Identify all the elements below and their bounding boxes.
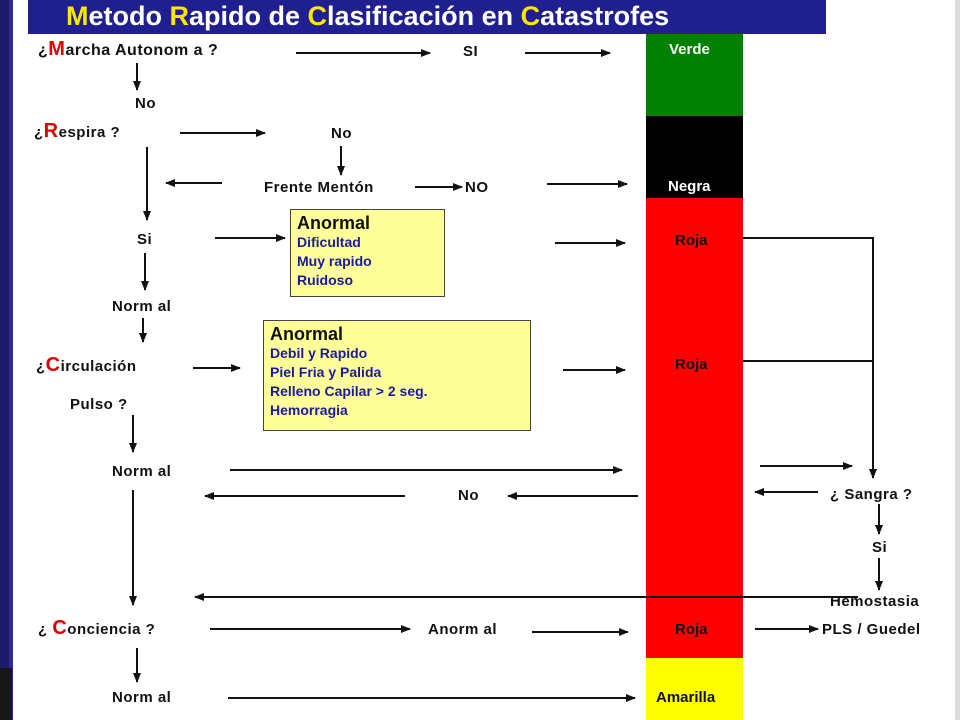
circulacion-anormal-item: Debil y Rapido	[270, 345, 368, 361]
respira-anormal-title: Anormal	[297, 213, 371, 233]
respira-cap: R	[43, 120, 59, 142]
marcha-cap: M	[48, 38, 66, 60]
title-cap-c2: C	[520, 1, 541, 31]
conciencia-cap: C	[52, 617, 68, 639]
right-border-strip	[955, 0, 960, 720]
category-roja-label-3: Roja	[675, 621, 708, 638]
title-rest-c1: lasificación en	[327, 1, 521, 31]
title-rest-c2: atastrofes	[540, 1, 670, 31]
conciencia-question: ¿ Conciencia ?	[38, 617, 155, 640]
title-rest-r: apido de	[189, 1, 308, 31]
conciencia-prefix: ¿	[38, 621, 48, 638]
respira-normal-label: Norm al	[112, 298, 172, 315]
title-cap-m: M	[66, 1, 89, 31]
circulacion-anormal-item: Relleno Capilar > 2 seg.	[270, 383, 428, 399]
sangra-question: ¿ Sangra ?	[830, 486, 913, 503]
marcha-question: ¿Marcha Autonom a ?	[38, 38, 218, 61]
circulacion-cap: C	[45, 354, 61, 376]
circulacion-anormal-box: Anormal Debil y Rapido Piel Fria y Palid…	[263, 320, 531, 431]
title-rest-m: etodo	[88, 1, 170, 31]
circulacion-prefix: ¿	[36, 358, 46, 375]
respira-question: ¿Respira ?	[34, 120, 120, 143]
marcha-si-label: SI	[463, 43, 479, 60]
category-negra-block	[646, 116, 743, 198]
category-negra-label: Negra	[668, 178, 711, 195]
page-title: Metodo Rapido de Clasificación en Catast…	[28, 0, 826, 34]
marcha-rest: archa Autonom a ?	[65, 42, 219, 59]
circulacion-anormal-item: Hemorragia	[270, 402, 348, 418]
conciencia-anormal-label: Anorm al	[428, 621, 498, 638]
conciencia-normal-label: Norm al	[112, 689, 172, 706]
marcha-no-label: No	[135, 95, 156, 112]
circulacion-no-label: No	[458, 487, 479, 504]
pls-guedel-label: PLS / Guedel	[822, 621, 921, 638]
respira-anormal-item: Ruidoso	[297, 272, 353, 288]
circulacion-normal-label: Norm al	[112, 463, 172, 480]
respira-no-label: No	[331, 125, 352, 142]
circulacion-anormal-title: Anormal	[270, 324, 344, 344]
title-cap-c1: C	[307, 1, 328, 31]
title-cap-r: R	[169, 1, 190, 31]
hemostasia-label: Hemostasia	[830, 593, 920, 610]
left-border-strip-inner	[9, 0, 13, 720]
sangra-si-label: Si	[872, 539, 888, 556]
respira-si-label: Si	[137, 231, 153, 248]
category-amarilla-label: Amarilla	[656, 689, 716, 706]
category-roja-block	[646, 198, 743, 658]
circulacion-rest: irculación	[60, 358, 137, 375]
left-border-strip	[0, 0, 9, 720]
circulacion-anormal-item: Piel Fria y Palida	[270, 364, 382, 380]
category-verde-block	[646, 34, 743, 116]
frente-menton-label: Frente Mentón	[264, 179, 374, 196]
frente-no-label: NO	[465, 179, 489, 196]
conciencia-rest: onciencia ?	[67, 621, 156, 638]
respira-prefix: ¿	[34, 124, 44, 141]
category-verde-label: Verde	[669, 41, 710, 58]
respira-anormal-item: Muy rapido	[297, 253, 372, 269]
category-amarilla-block	[646, 658, 743, 720]
respira-anormal-box: Anormal Dificultad Muy rapido Ruidoso	[290, 209, 445, 297]
circulacion-question: ¿Circulación	[36, 354, 136, 377]
category-roja-label-1: Roja	[675, 232, 708, 249]
corner-dark-block	[0, 668, 12, 720]
marcha-prefix: ¿	[38, 42, 49, 59]
respira-anormal-item: Dificultad	[297, 234, 361, 250]
pulso-label: Pulso ?	[70, 396, 128, 413]
category-roja-label-2: Roja	[675, 356, 708, 373]
respira-rest: espira ?	[58, 124, 121, 141]
